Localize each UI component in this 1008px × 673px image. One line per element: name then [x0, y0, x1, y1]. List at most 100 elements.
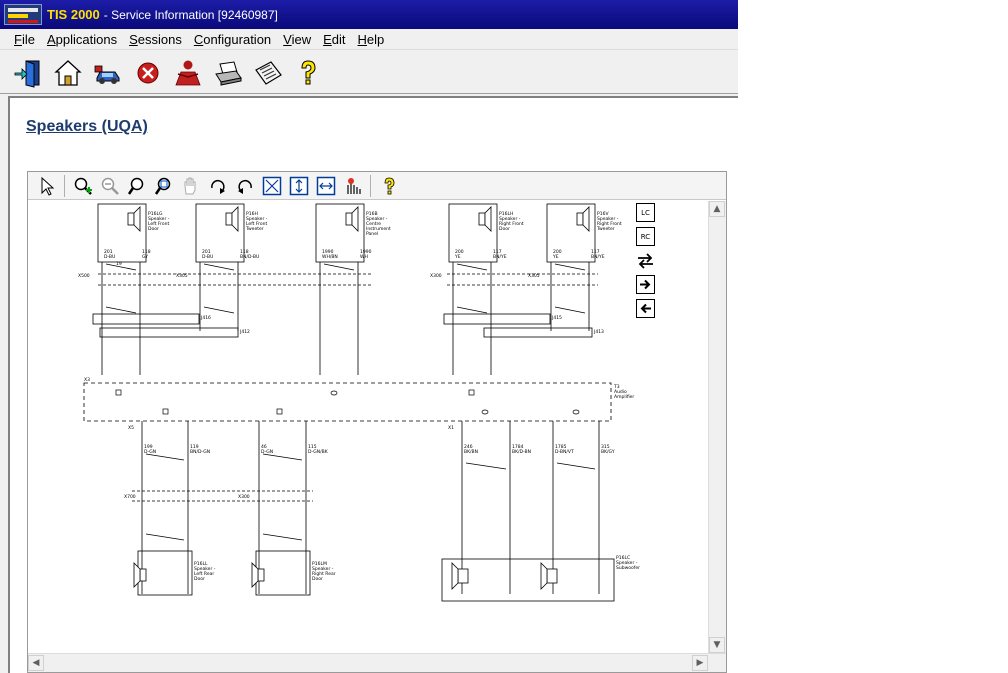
wire-sub-3-color: D-BN/VT [555, 449, 574, 455]
menu-edit[interactable]: Edit [323, 31, 346, 47]
page-title[interactable]: Speakers (UQA) [26, 118, 148, 135]
label-lr-door-2: Speaker - [194, 566, 216, 572]
stop-icon [137, 62, 159, 83]
label-splice-j416: J416 [200, 315, 211, 321]
stop-button[interactable] [128, 55, 168, 91]
rotate-cw-icon [210, 179, 225, 194]
vehicle-button[interactable] [88, 55, 128, 91]
main-toolbar [0, 52, 738, 94]
label-center-4: Instrument [366, 226, 391, 232]
label-lf-door-4: Door [148, 226, 159, 232]
scroll-down-arrow-icon[interactable]: ▼ [709, 637, 725, 653]
label-rf-door-2: Speaker - [499, 216, 521, 222]
application-window: TIS 2000 - Service Information [92460987… [0, 0, 738, 673]
scroll-right-arrow-icon[interactable]: ▶ [692, 655, 708, 671]
side-palette: LC RC [636, 203, 658, 318]
fit-height-button[interactable] [285, 174, 312, 198]
select-tool-button[interactable] [33, 174, 60, 198]
palette-lc-button[interactable]: LC [636, 203, 655, 222]
label-rf-tweeter-2: Speaker - [597, 216, 619, 222]
news-icon [255, 60, 282, 85]
wire-sub-2-color: BK/D-BN [512, 449, 531, 455]
print-button[interactable] [208, 55, 248, 91]
scroll-left-arrow-icon[interactable]: ◀ [28, 655, 44, 671]
wire-sub-1-color: BK/BN [464, 449, 478, 455]
wire-sub-3: 1785 [555, 444, 567, 450]
label-rr-door-3: Right Rear [312, 571, 336, 577]
label-lf-tweeter-2: Speaker - [246, 216, 268, 222]
rotate-ccw-button[interactable] [231, 174, 258, 198]
wire-rf-a: 200 [455, 249, 464, 255]
palette-rc-label: RC [640, 232, 651, 241]
label-lr-door: P16LL [194, 561, 208, 567]
fit-page-button[interactable] [258, 174, 285, 198]
zoom-in-button[interactable] [69, 174, 96, 198]
wire-lft-a-color: D-BU [202, 254, 213, 260]
fit-width-icon [316, 176, 335, 195]
viewer-help-button[interactable] [375, 174, 402, 198]
wire-lf-b-color: GY [142, 254, 148, 260]
menu-applications[interactable]: Applications [46, 31, 118, 47]
menu-sessions[interactable]: Sessions [129, 31, 182, 47]
wire-rf-a-color: YE [454, 254, 461, 260]
wire-c-a: 1990 [322, 249, 334, 255]
horizontal-scrollbar[interactable]: ◀ ▶ [28, 653, 726, 672]
palette-rc-button[interactable]: RC [636, 227, 655, 246]
label-rr-door-4: Door [312, 576, 323, 582]
news-button[interactable] [248, 55, 288, 91]
label-rf-door: P16LH [499, 211, 513, 217]
viewer-toolbar [28, 172, 726, 200]
vertical-scrollbar[interactable]: ▲ ▼ [708, 201, 726, 653]
zoom-out-icon [101, 177, 119, 195]
wire-c-b-color: WH [360, 254, 368, 260]
label-rr-door-2: Speaker - [312, 566, 334, 572]
print-icon [215, 60, 242, 86]
menu-configuration[interactable]: Configuration [193, 31, 272, 47]
wire-lr-a: 199 [144, 444, 153, 450]
label-lr-door-4: Door [194, 576, 205, 582]
previous-button[interactable] [636, 299, 655, 318]
label-amplifier: T3 [613, 384, 620, 390]
wire-lf-a-color: D-BU [104, 254, 115, 260]
label-center-2: Speaker - [366, 216, 388, 222]
user-button[interactable] [168, 55, 208, 91]
label-rr-door: P16LM [312, 561, 327, 567]
label-connector-x305: X305 [176, 273, 188, 279]
zoom-out-button[interactable] [96, 174, 123, 198]
menu-help[interactable]: Help [357, 31, 385, 47]
fit-width-button[interactable] [312, 174, 339, 198]
swap-button[interactable] [636, 251, 655, 270]
help-button[interactable] [288, 55, 328, 91]
color-icon [346, 177, 361, 194]
rotate-cw-button[interactable] [204, 174, 231, 198]
help-icon [301, 59, 316, 84]
wire-c-a-color: WH/BN [322, 254, 338, 260]
label-connector-x3: X3 [84, 377, 90, 383]
next-button[interactable] [636, 275, 655, 294]
label-center: P16B [366, 211, 378, 217]
exit-button[interactable] [8, 55, 48, 91]
label-connector-x1: X1 [448, 425, 454, 431]
wire-lf-b: 118 [142, 249, 151, 255]
fit-height-icon [289, 176, 308, 195]
zoom-button[interactable] [123, 174, 150, 198]
wiring-diagram-canvas[interactable]: P16LG Speaker - Left Front Door P16H Spe… [28, 201, 708, 653]
scroll-up-arrow-icon[interactable]: ▲ [709, 201, 725, 217]
label-amplifier-2: Audio [614, 389, 627, 395]
label-connector-x5: X5 [128, 425, 134, 431]
zoom-area-button[interactable] [150, 174, 177, 198]
home-button[interactable] [48, 55, 88, 91]
swap-icon [638, 253, 653, 269]
wire-lft-b-color: BN/D-BU [240, 254, 259, 260]
menu-file[interactable]: File [14, 31, 35, 47]
pan-button[interactable] [177, 174, 204, 198]
twist-label: 19 [116, 261, 122, 267]
app-name: TIS 2000 [47, 7, 100, 22]
select-arrow-icon [41, 176, 54, 196]
title-bar: TIS 2000 - Service Information [92460987… [0, 0, 738, 29]
label-subwoofer-2: Speaker - [616, 560, 638, 566]
menu-view[interactable]: View [283, 31, 312, 47]
fit-page-icon [262, 176, 281, 195]
vehicle-icon [94, 65, 120, 84]
color-button[interactable] [339, 174, 366, 198]
